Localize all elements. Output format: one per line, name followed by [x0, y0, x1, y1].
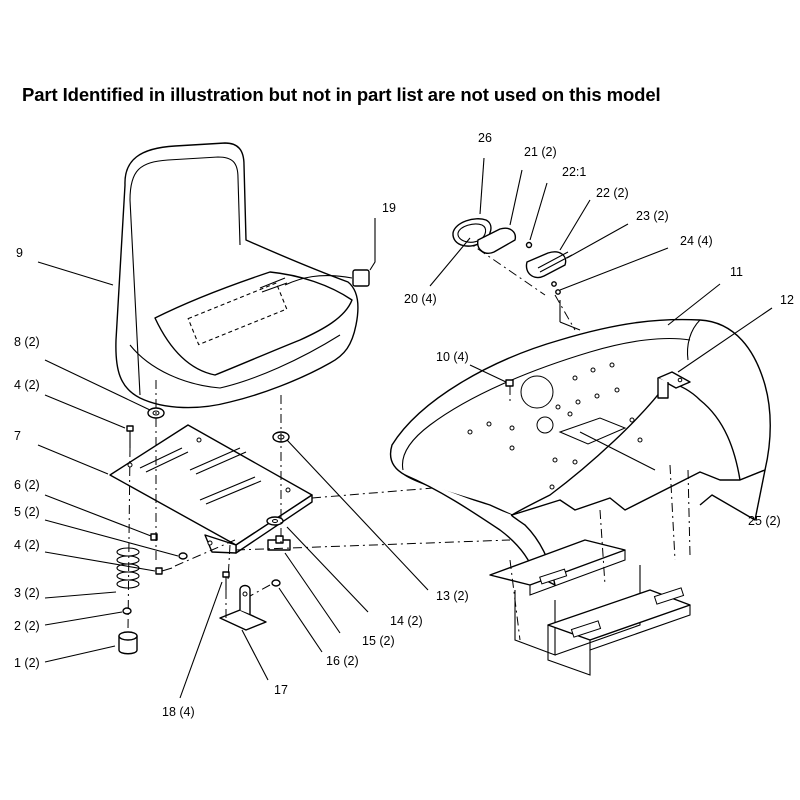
spring [116, 547, 140, 589]
bolt-upper [126, 425, 134, 448]
callout-2: 2 (2) [14, 619, 40, 633]
callout-4-upper: 4 (2) [14, 378, 40, 392]
bolt-lower [155, 552, 188, 575]
callout-26: 26 [478, 131, 492, 145]
seat [115, 142, 370, 409]
light-wire [537, 251, 573, 273]
bracket [219, 571, 281, 631]
callout-22: 22 (2) [596, 186, 629, 200]
callout-17: 17 [274, 683, 288, 697]
bolt-6 [150, 533, 158, 541]
callout-7: 7 [14, 429, 21, 443]
nut [122, 607, 132, 615]
callout-23: 23 (2) [636, 209, 669, 223]
seat-plate [109, 424, 313, 554]
fender-holes [467, 362, 643, 490]
assembly-centerlines [127, 237, 576, 631]
callout-6: 6 (2) [14, 478, 40, 492]
callout-21: 21 (2) [524, 145, 557, 159]
callout-9: 9 [16, 246, 23, 260]
light-gasket [477, 227, 517, 254]
fender-bolt [505, 379, 514, 405]
callout-12: 12 [780, 293, 794, 307]
callout-22-1: 22:1 [562, 165, 586, 179]
callout-14: 14 (2) [390, 614, 423, 628]
callout-16: 16 (2) [326, 654, 359, 668]
callout-8: 8 (2) [14, 335, 40, 349]
callout-18: 18 (4) [162, 705, 195, 719]
callout-20: 20 (4) [404, 292, 437, 306]
callout-4-lower: 4 (2) [14, 538, 40, 552]
callout-11: 11 [730, 265, 743, 279]
bumper [118, 631, 138, 655]
washer-14 [266, 516, 284, 526]
callout-1: 1 (2) [14, 656, 40, 670]
callout-25: 25 (2) [748, 514, 781, 528]
light-assembly [452, 218, 581, 331]
seat-switch-connector [352, 269, 370, 287]
callout-13: 13 (2) [436, 589, 469, 603]
fender-bracket [657, 371, 691, 399]
callout-labels: 9 19 8 (2) 4 (2) 7 6 (2) 5 (2) 4 (2) 3 (… [14, 131, 794, 719]
leader-lines [37, 157, 773, 699]
callout-10: 10 (4) [436, 350, 469, 364]
callout-19: 19 [382, 201, 396, 215]
light-housing [525, 251, 567, 279]
knob [267, 535, 291, 551]
callout-15: 15 (2) [362, 634, 395, 648]
callout-3: 3 (2) [14, 586, 40, 600]
callout-24: 24 (4) [680, 234, 713, 248]
mount-brackets [489, 464, 691, 676]
diagram-title: Part Identified in illustration but not … [22, 84, 661, 105]
callout-5: 5 (2) [14, 505, 40, 519]
